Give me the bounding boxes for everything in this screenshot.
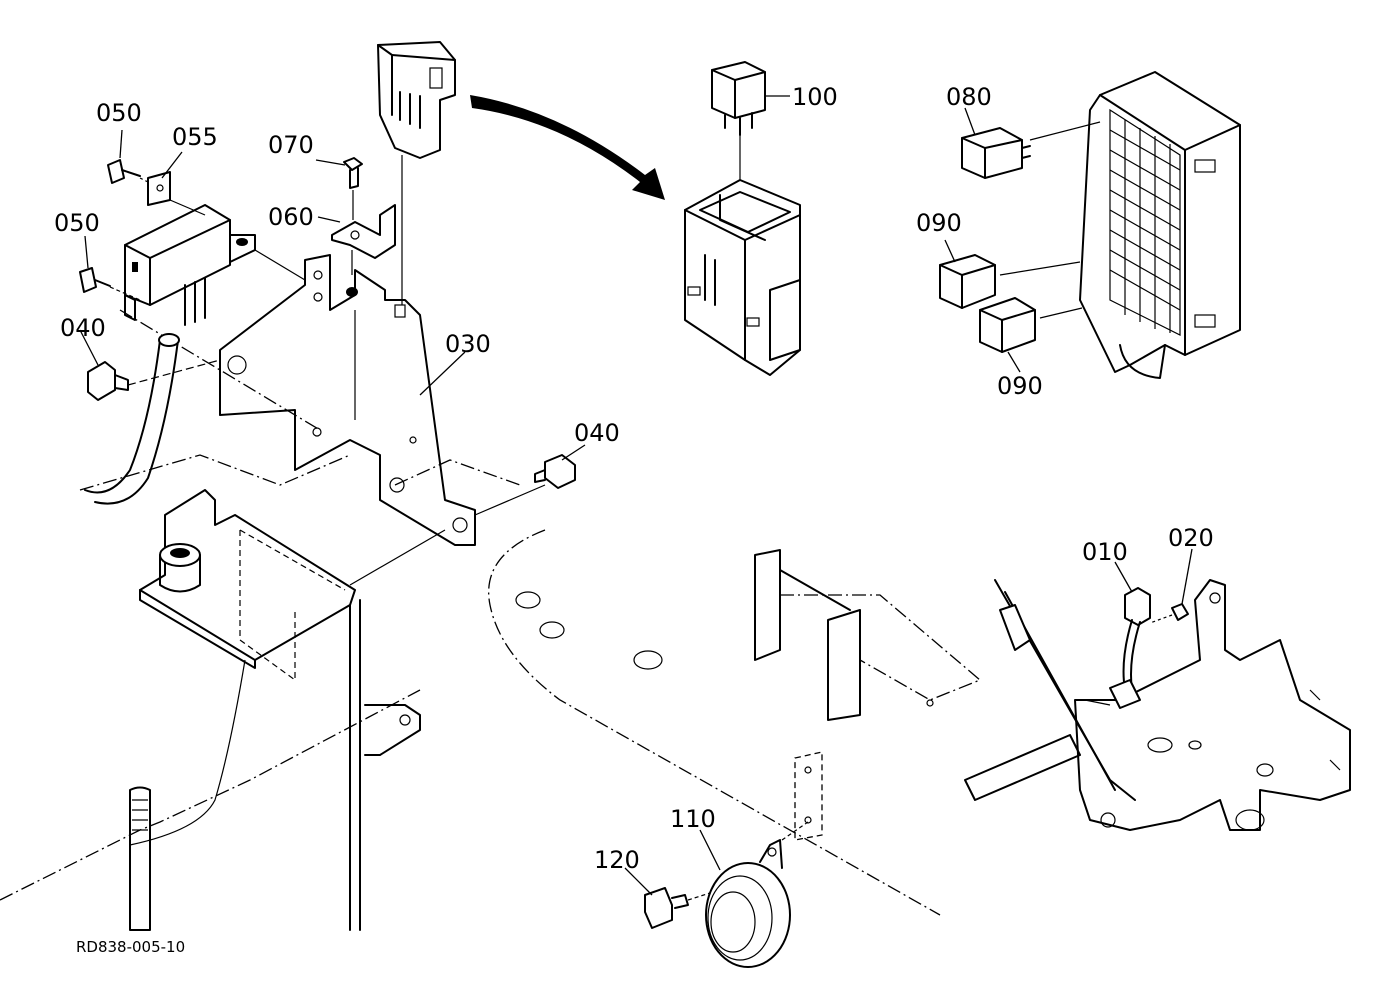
label-080: 080 <box>946 83 992 111</box>
relay-090-lower <box>979 297 1083 353</box>
label-090-upper: 090 <box>916 209 962 237</box>
label-020: 020 <box>1168 524 1214 552</box>
part-labels: 050 055 050 040 070 060 030 040 100 080 … <box>54 83 1214 956</box>
plate-055 <box>147 171 206 216</box>
label-050-top: 050 <box>96 99 142 127</box>
relay-090-upper <box>939 254 1081 309</box>
left-frame-plate <box>0 454 421 931</box>
label-070: 070 <box>268 131 314 159</box>
relay-socket-center <box>684 179 801 376</box>
label-100: 100 <box>792 83 838 111</box>
bracket-060 <box>331 204 396 297</box>
leader-lines <box>79 95 1193 896</box>
horn-110 <box>705 821 809 968</box>
pedal-switch-assembly <box>964 579 1351 831</box>
fuse-relay-box <box>1079 71 1241 379</box>
label-055: 055 <box>172 123 218 151</box>
screw-020 <box>1149 603 1189 624</box>
bolt-120 <box>644 887 711 929</box>
label-060: 060 <box>268 203 314 231</box>
bracket-030 <box>119 254 546 586</box>
label-040-left: 040 <box>60 314 106 342</box>
label-090-lower: 090 <box>997 372 1043 400</box>
switch-010 <box>1084 587 1151 709</box>
bolt-040-left <box>87 359 221 401</box>
screw-050-mid <box>79 267 141 301</box>
label-040-right: 040 <box>574 419 620 447</box>
label-120: 120 <box>594 846 640 874</box>
bolt-040-right <box>534 454 576 489</box>
center-floor-plate <box>488 529 982 916</box>
relay-080 <box>961 121 1101 179</box>
bolt-070 <box>343 157 363 220</box>
diagram-reference-code: RD838-005-10 <box>76 938 185 956</box>
label-010: 010 <box>1082 538 1128 566</box>
screw-050-top <box>107 159 149 184</box>
flasher-unit <box>84 204 306 505</box>
label-050-mid: 050 <box>54 209 100 237</box>
transfer-arrow <box>470 95 665 200</box>
label-110: 110 <box>670 805 716 833</box>
relay-100 <box>711 61 766 180</box>
relay-socket-top <box>377 41 456 305</box>
label-030: 030 <box>445 330 491 358</box>
